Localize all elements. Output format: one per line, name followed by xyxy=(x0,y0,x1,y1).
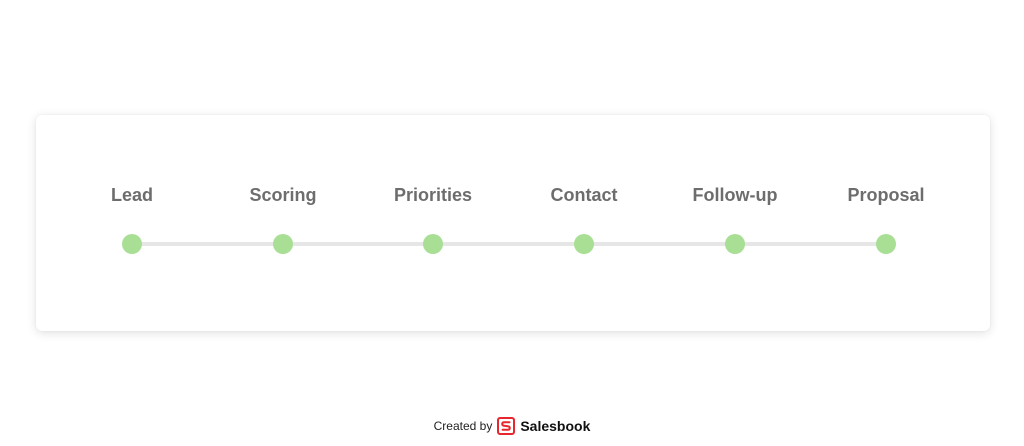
step-label-follow-up: Follow-up xyxy=(692,185,778,205)
process-track-line xyxy=(132,242,886,246)
step-label-lead: Lead xyxy=(110,185,153,205)
step-dot-scoring xyxy=(273,234,293,254)
step-dot-priorities xyxy=(423,234,443,254)
brand-name[interactable]: Salesbook xyxy=(520,418,591,434)
footer-credit: Created by Salesbook xyxy=(0,414,1024,438)
created-by-text: Created by xyxy=(433,419,493,433)
step-label-scoring: Scoring xyxy=(249,185,317,205)
process-card xyxy=(36,115,990,331)
salesbook-logo-icon[interactable] xyxy=(497,417,516,435)
step-label-contact: Contact xyxy=(550,185,618,205)
step-dot-lead xyxy=(122,234,142,254)
step-dot-proposal xyxy=(876,234,896,254)
step-label-priorities: Priorities xyxy=(393,185,473,205)
step-dot-follow-up xyxy=(725,234,745,254)
step-dot-contact xyxy=(574,234,594,254)
step-label-proposal: Proposal xyxy=(847,185,925,205)
